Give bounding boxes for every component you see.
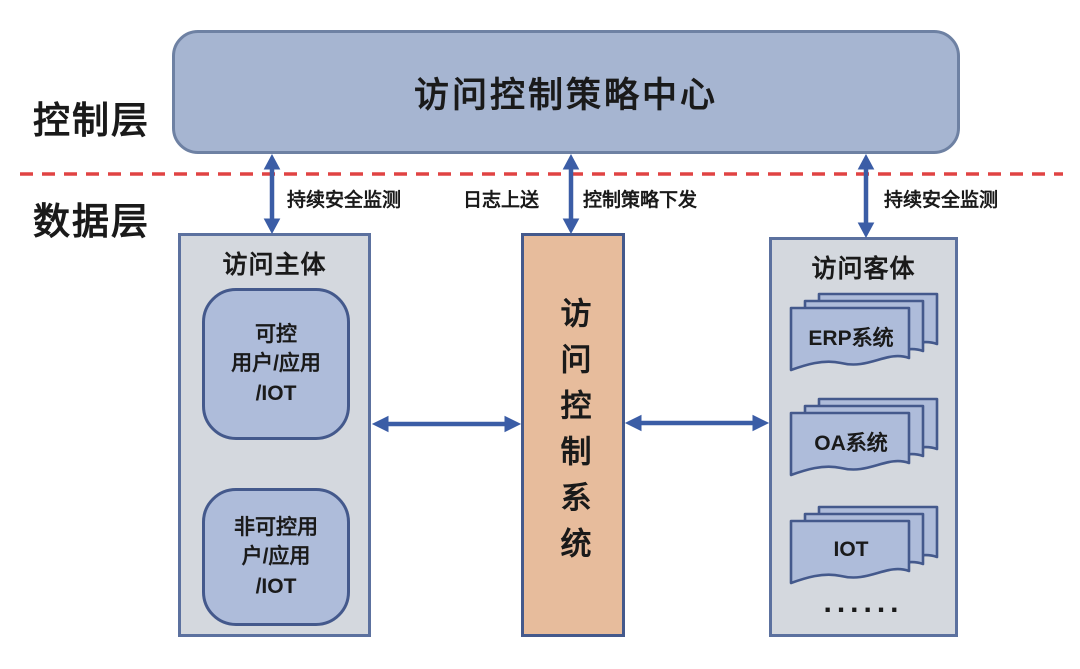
controllable-users-line: 用户/应用 [231, 352, 321, 376]
label-log-upload: 日志上送 [463, 190, 540, 211]
label-continuous-monitoring-right: 持续安全监测 [884, 190, 999, 211]
access-object-title: 访问客体 [811, 255, 916, 283]
uncontrollable-users-line: 户/应用 [241, 545, 311, 569]
label-policy-dispatch: 控制策略下发 [583, 190, 698, 211]
policy-center-box: 访问控制策略中心 [172, 30, 960, 154]
access-control-system-box: 访问控制系统 [521, 233, 625, 637]
label-continuous-monitoring-left: 持续安全监测 [287, 190, 402, 211]
document-stack-icon [789, 292, 939, 372]
access-object-panel: 访问客体 ERP系统 OA系统 [769, 237, 958, 637]
policy-center-title: 访问控制策略中心 [413, 75, 718, 115]
double-arrow-left-vertical-icon [263, 153, 281, 235]
iot-stack: IOT [789, 505, 941, 589]
controllable-users-line: 可控 [255, 322, 297, 346]
double-arrow-system-object-icon [624, 414, 770, 432]
uncontrollable-users-line: 非可控用 [234, 515, 318, 539]
iot-label: IOT [833, 538, 869, 561]
uncontrollable-users-line: /IOT [255, 574, 297, 598]
controllable-users-box: 可控 用户/应用 /IOT [202, 288, 350, 440]
access-subject-title: 访问主体 [222, 251, 327, 279]
access-control-system-title: 访问控制系统 [555, 297, 591, 573]
control-layer-label: 控制层 [33, 100, 150, 141]
double-arrow-middle-vertical-icon [562, 153, 580, 235]
oa-system-stack: OA系统 [789, 397, 941, 481]
oa-system-label: OA系统 [814, 432, 888, 455]
more-systems-ellipsis: ...... [823, 586, 904, 619]
uncontrollable-users-box: 非可控用 户/应用 /IOT [202, 488, 350, 626]
access-subject-panel: 访问主体 可控 用户/应用 /IOT 非可控用 户/应用 /IOT [178, 233, 371, 637]
erp-system-stack: ERP系统 [789, 292, 941, 376]
data-layer-label: 数据层 [33, 201, 150, 242]
erp-system-label: ERP系统 [808, 327, 894, 350]
double-arrow-subject-system-icon [371, 415, 522, 433]
controllable-users-line: /IOT [255, 381, 297, 405]
document-stack-icon [789, 397, 939, 477]
document-stack-icon [789, 505, 939, 585]
double-arrow-right-vertical-icon [857, 153, 875, 239]
